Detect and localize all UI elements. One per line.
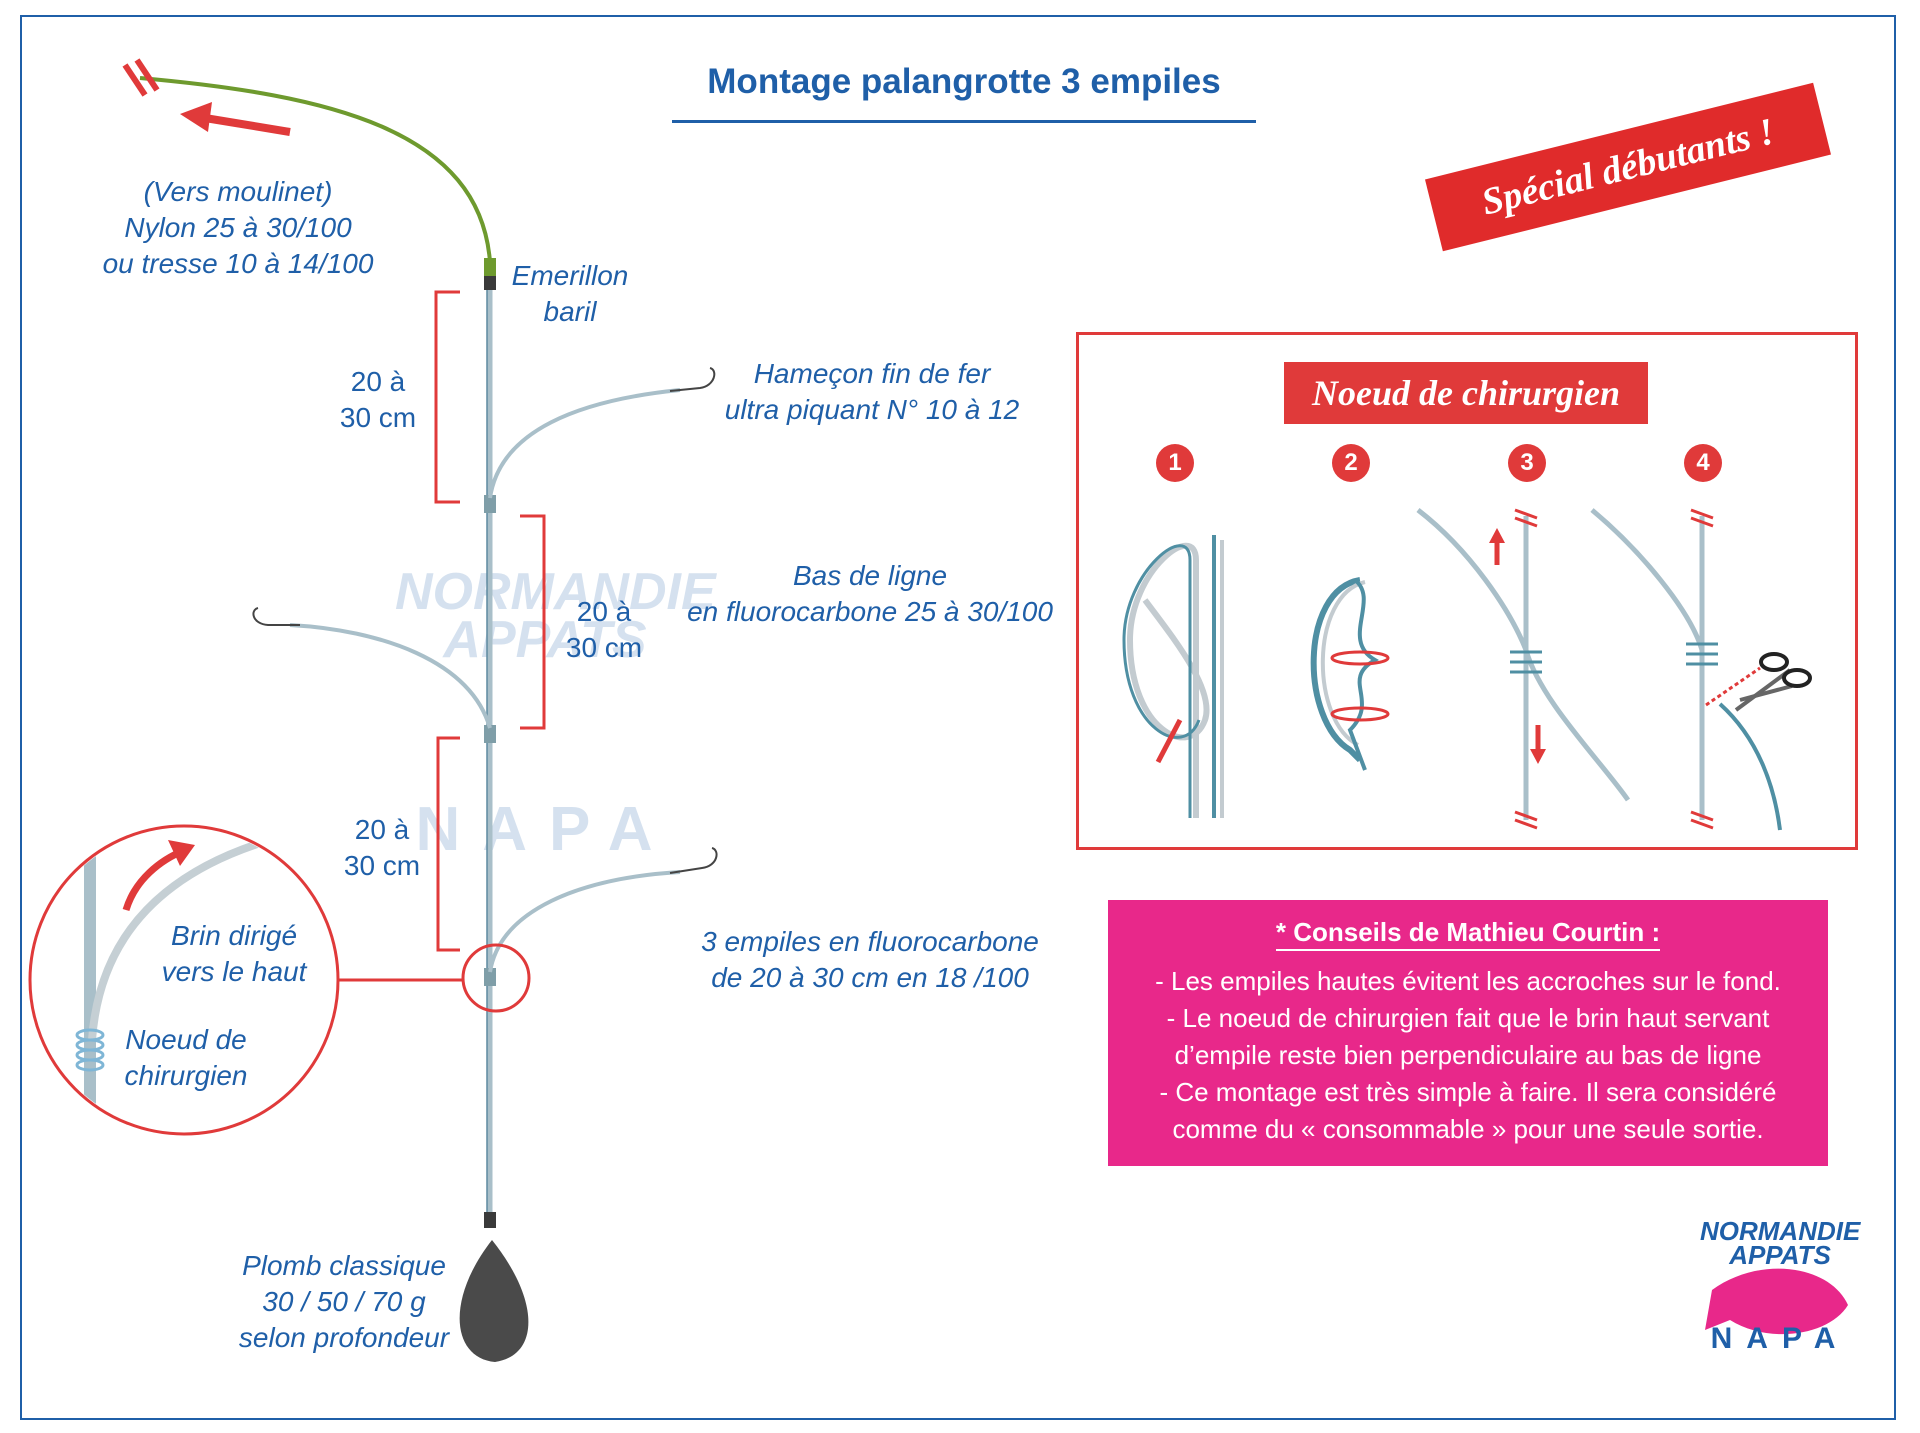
arrow-head-icon [180, 102, 212, 132]
hook-3 [669, 847, 718, 874]
fish-logo-icon [1705, 1268, 1848, 1335]
label-line: vers le haut [161, 956, 307, 987]
label-line: 30 cm [343, 850, 421, 881]
knot-panel [1076, 332, 1858, 850]
tip-line: d’empile reste bien perpendiculaire au b… [1174, 1040, 1762, 1070]
label-line: Bas de ligne [792, 560, 948, 591]
cut-mark [122, 63, 148, 97]
knot-step-3-badge: 3 [1508, 444, 1546, 482]
tip-line: - Les empiles hautes évitent les accroch… [1155, 966, 1781, 996]
swivel-top [484, 258, 496, 278]
label-leader: Bas de ligne en fluorocarbone 25 à 30/10… [687, 558, 1053, 630]
label-line: 3 empiles en fluorocarbone [701, 926, 1039, 957]
spacing-bracket-2 [520, 514, 546, 730]
zoom-knot-coils [75, 1028, 105, 1072]
page-border [20, 15, 1896, 1420]
watermark-line-3: NAPA [415, 795, 675, 864]
knot-step-1-badge: 1 [1156, 444, 1194, 482]
label-line: 20 à [576, 596, 632, 627]
snood-2 [289, 623, 492, 729]
zoom-branch [88, 836, 272, 1041]
hook-2 [252, 607, 300, 626]
label-line: de 20 à 30 cm en 18 /100 [711, 962, 1029, 993]
label-line: 30 cm [565, 632, 643, 663]
label-line: selon profondeur [238, 1322, 450, 1353]
watermark-line-1: NORMANDIE [395, 563, 716, 621]
surgeon-knot [484, 968, 496, 986]
snood-3 [488, 870, 681, 973]
logo-line-1: NORMANDIE [1700, 1216, 1861, 1246]
spacing-bracket-1 [434, 290, 460, 504]
swivel-barrel [484, 276, 496, 290]
label-line: 30 cm [339, 402, 417, 433]
arrow-head-icon [168, 840, 195, 866]
label-line: Nylon 25 à 30/100 [124, 212, 352, 243]
label-hook: Hameçon fin de fer ultra piquant N° 10 à… [725, 356, 1020, 428]
knot-step-2-badge: 2 [1332, 444, 1370, 482]
knot-step-3-illustration [1416, 508, 1631, 830]
logo-line-3: NAPA [1710, 1322, 1850, 1355]
label-line: Plomb classique [242, 1250, 446, 1281]
knot-panel-title: Noeud de chirurgien [1284, 362, 1648, 424]
label-spacing-1: 20 à 30 cm [340, 364, 416, 436]
tip-line: - Ce montage est très simple à faire. Il… [1159, 1077, 1777, 1107]
label-zoom-branch: Brin dirigé vers le haut [162, 918, 307, 990]
tip-line: comme du « consommable » pour une seule … [1172, 1114, 1764, 1144]
spacing-bracket-3 [436, 736, 460, 952]
label-line: 20 à [354, 814, 410, 845]
knot-step-4-illustration [1590, 508, 1782, 831]
label-line: Hameçon fin de fer [753, 358, 991, 389]
label-spacing-2: 20 à 30 cm [566, 594, 642, 666]
label-line: (Vers moulinet) [143, 176, 333, 207]
label-swivel: Emerillon baril [512, 258, 629, 330]
label-line: 20 à [350, 366, 406, 397]
label-line: 30 / 50 / 70 g [262, 1286, 426, 1317]
brand-logo: NORMANDIE APPATS NAPA [1700, 1218, 1860, 1358]
sinker-swivel [484, 1212, 496, 1228]
surgeon-knot [484, 495, 496, 513]
label-line: ou tresse 10 à 14/100 [102, 248, 374, 279]
label-line: Brin dirigé [170, 920, 298, 951]
scissors-icon [1734, 652, 1812, 712]
snood-1 [488, 388, 681, 499]
label-snoods: 3 empiles en fluorocarbone de 20 à 30 cm… [701, 924, 1039, 996]
zoom-target-circle [461, 943, 531, 1013]
hook-1 [669, 367, 716, 392]
sinker [459, 1240, 529, 1362]
label-line: baril [543, 296, 597, 327]
label-line: chirurgien [124, 1060, 248, 1091]
label-line: en fluorocarbone 25 à 30/100 [687, 596, 1053, 627]
zoom-detail-circle [28, 824, 340, 1136]
knot-step-1-illustration [1122, 535, 1224, 818]
label-sinker: Plomb classique 30 / 50 / 70 g selon pro… [239, 1248, 449, 1356]
tip-line: - Le noeud de chirurgien fait que le bri… [1166, 1003, 1770, 1033]
label-line: Emerillon [511, 260, 629, 291]
label-spacing-3: 20 à 30 cm [344, 812, 420, 884]
label-reel-line: (Vers moulinet) Nylon 25 à 30/100 ou tre… [103, 174, 374, 282]
label-line: ultra piquant N° 10 à 12 [724, 394, 1020, 425]
page-title: Montage palangrotte 3 empiles [672, 62, 1256, 123]
knot-step-2-illustration [1310, 577, 1390, 771]
tips-panel: * Conseils de Mathieu Courtin : - Les em… [1108, 900, 1828, 1166]
reel-line [139, 76, 492, 263]
surgeon-knot [484, 725, 496, 743]
reel-direction-arrow [204, 114, 291, 136]
cut-mark [134, 58, 160, 92]
knot-step-4-badge: 4 [1684, 444, 1722, 482]
label-zoom-knot: Noeud de chirurgien [125, 1022, 248, 1094]
tips-heading: * Conseils de Mathieu Courtin : [1275, 915, 1661, 951]
logo-line-2: APPATS [1729, 1240, 1831, 1270]
label-line: Noeud de [125, 1024, 247, 1055]
